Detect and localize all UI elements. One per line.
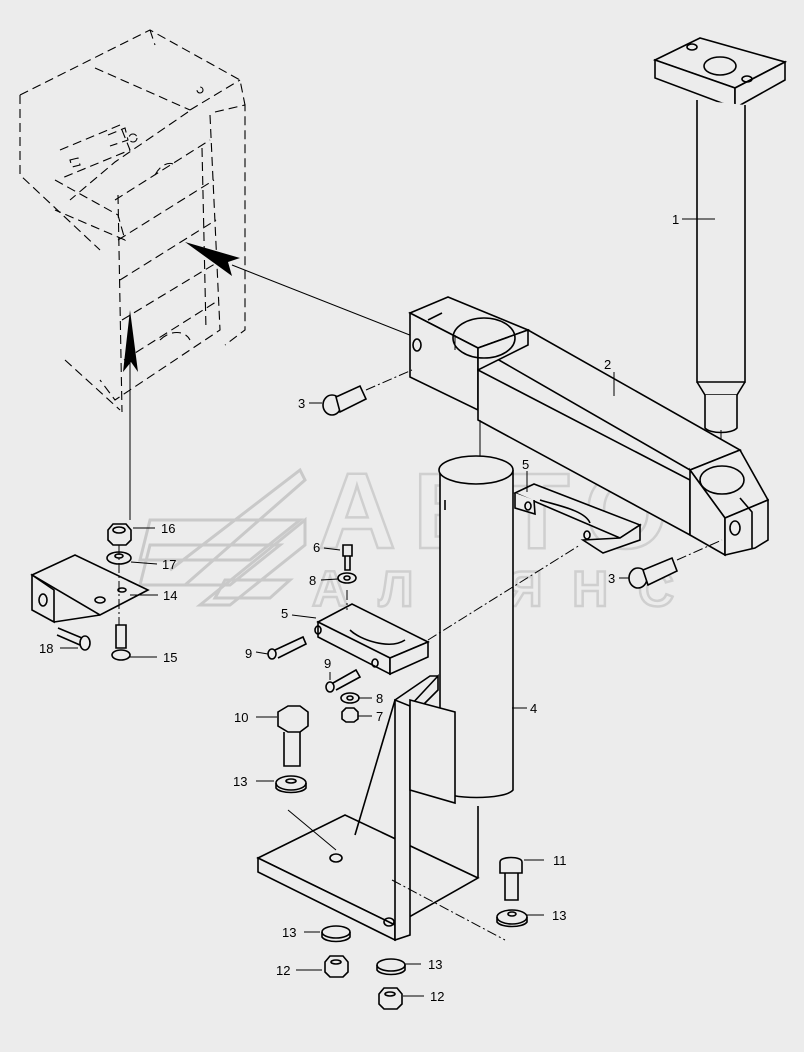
callout-7: 7 — [376, 709, 383, 724]
callout-11: 11 — [553, 853, 567, 868]
callout-6: 6 — [313, 540, 320, 555]
part-3-bolt-left — [322, 369, 413, 416]
part-9-bolt-a — [267, 635, 308, 660]
callout-2: 2 — [604, 357, 611, 372]
callout-13: 13 — [552, 908, 566, 923]
part-13-washer-a — [275, 775, 307, 794]
callout-17: 17 — [162, 557, 176, 572]
part-8-washer-lower — [340, 692, 360, 704]
part-16-nut — [107, 523, 132, 546]
part-4-column — [438, 455, 514, 799]
callout-13: 13 — [233, 774, 247, 789]
part-12-nut-b — [378, 987, 403, 1010]
callout-8: 8 — [309, 573, 316, 588]
callout-13: 13 — [282, 925, 296, 940]
callout-12: 12 — [276, 963, 290, 978]
callout-3: 3 — [608, 571, 615, 586]
base-bracket — [256, 673, 506, 942]
callout-8: 8 — [376, 691, 383, 706]
callout-15: 15 — [163, 650, 177, 665]
part-14-small-bracket — [30, 554, 150, 624]
part-18-screw — [56, 627, 91, 651]
callout-12: 12 — [430, 989, 444, 1004]
leader-lines — [60, 218, 715, 997]
part-9-bolt-b — [325, 668, 362, 693]
callout-5: 5 — [522, 457, 529, 472]
callout-10: 10 — [234, 710, 248, 725]
part-11-bolt — [499, 856, 523, 901]
part-13-washer-c — [376, 958, 406, 976]
callout-18: 18 — [39, 641, 53, 656]
watermark-logo — [138, 467, 307, 607]
part-10-bolt — [277, 705, 309, 767]
vehicle-outline — [19, 29, 246, 413]
callout-14: 14 — [163, 588, 177, 603]
part-13-washer-d — [496, 909, 528, 928]
part-7-nut — [341, 707, 359, 723]
part-6-screw — [342, 544, 353, 610]
part-1-post — [652, 37, 788, 460]
callout-1: 1 — [672, 212, 679, 227]
assembly-arrows — [123, 242, 431, 520]
callout-5: 5 — [281, 606, 288, 621]
part-3-bolt-right — [628, 539, 723, 589]
callout-13: 13 — [428, 957, 442, 972]
callout-16: 16 — [161, 521, 175, 536]
callout-4: 4 — [530, 701, 537, 716]
part-5-clamp-upper — [513, 483, 642, 554]
part-5-clamp-lower — [314, 544, 581, 676]
part-15-screw — [111, 624, 131, 661]
part-12-nut-a — [324, 955, 349, 978]
part-2-arm — [408, 296, 770, 557]
part-13-washer-b — [321, 925, 351, 943]
part-8-washer-upper — [337, 572, 357, 584]
callout-3: 3 — [298, 396, 305, 411]
callout-9: 9 — [324, 656, 331, 671]
callout-9: 9 — [245, 646, 252, 661]
